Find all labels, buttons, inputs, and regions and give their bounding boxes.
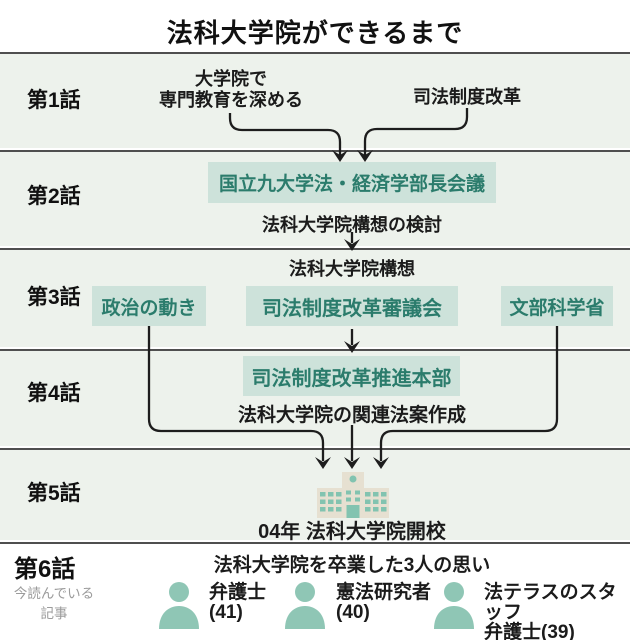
- episode-5-label: 第5話: [27, 482, 81, 505]
- episode-4-label: 第4話: [27, 382, 81, 405]
- episode-6-label: 第6話: [14, 556, 76, 583]
- episode-3-label: 第3話: [27, 286, 81, 309]
- grad-school-source-text: 大学院で 専門教育を深める: [159, 69, 303, 110]
- person-label: 弁護士 (41): [209, 582, 267, 623]
- episode-1-label: 第1話: [27, 89, 81, 112]
- page-title: 法科大学院ができるまで: [166, 18, 464, 48]
- person-icon: [285, 582, 325, 629]
- person-icon: [159, 582, 199, 629]
- graduates-heading: 法科大学院を卒業した3人の思い: [213, 555, 491, 576]
- politics-box: 政治の動き: [92, 286, 206, 326]
- school-building-icon: [317, 472, 389, 518]
- deans-meeting-box: 国立九大学法・経済学部長会議: [208, 162, 496, 203]
- justice-reform-source-text: 司法制度改革: [413, 87, 521, 107]
- lawschool-concept-heading: 法科大学院構想: [289, 259, 415, 279]
- person-label: 法テラスのスタッフ 弁護士(39): [484, 582, 617, 640]
- concept-review-caption: 法科大学院構想の検討: [262, 215, 442, 235]
- school-opening-caption: 04年 法科大学院開校: [258, 521, 446, 543]
- person-icon: [434, 582, 474, 629]
- episode-2-label: 第2話: [27, 185, 81, 208]
- reform-council-box: 司法制度改革審議会: [246, 286, 458, 326]
- promotion-hq-box: 司法制度改革推進本部: [243, 356, 460, 396]
- person-label: 憲法研究者 (40): [336, 582, 432, 623]
- now-reading-note: 今読んでいる 記事: [13, 586, 95, 621]
- bill-drafting-caption: 法科大学院の関連法案作成: [237, 405, 466, 426]
- mext-box: 文部科学省: [501, 286, 613, 326]
